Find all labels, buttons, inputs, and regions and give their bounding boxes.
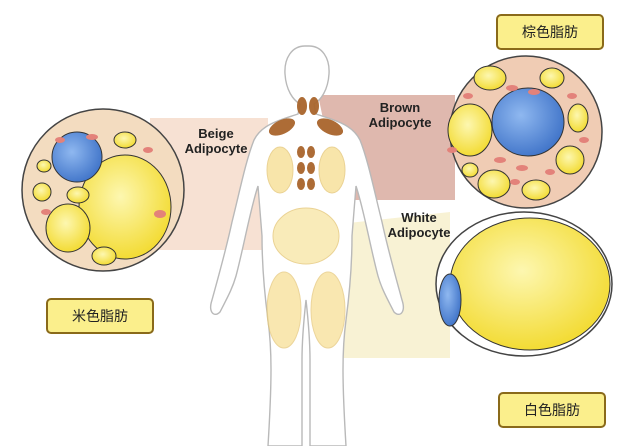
body-fat-deposits [266, 146, 346, 349]
brown-adipocyte-label: Brown Adipocyte [350, 100, 450, 130]
beige-fat-cn-label: 米色脂肪 [46, 298, 154, 334]
white-adipocyte-illustration [435, 211, 613, 357]
brown-fat-deposits [268, 97, 344, 190]
beige-label-text: Beige Adipocyte [184, 126, 248, 156]
white-fat-cn-label: 白色脂肪 [498, 392, 606, 428]
brown-adipocyte-illustration [447, 55, 603, 209]
beige-adipocyte-illustration [21, 108, 185, 272]
brown-label-text: Brown Adipocyte [368, 100, 432, 130]
brown-fat-cn-label: 棕色脂肪 [496, 14, 604, 50]
white-adipocyte-label: White Adipocyte [374, 210, 464, 240]
white-label-text: White Adipocyte [387, 210, 451, 240]
beige-adipocyte-label: Beige Adipocyte [168, 126, 264, 156]
